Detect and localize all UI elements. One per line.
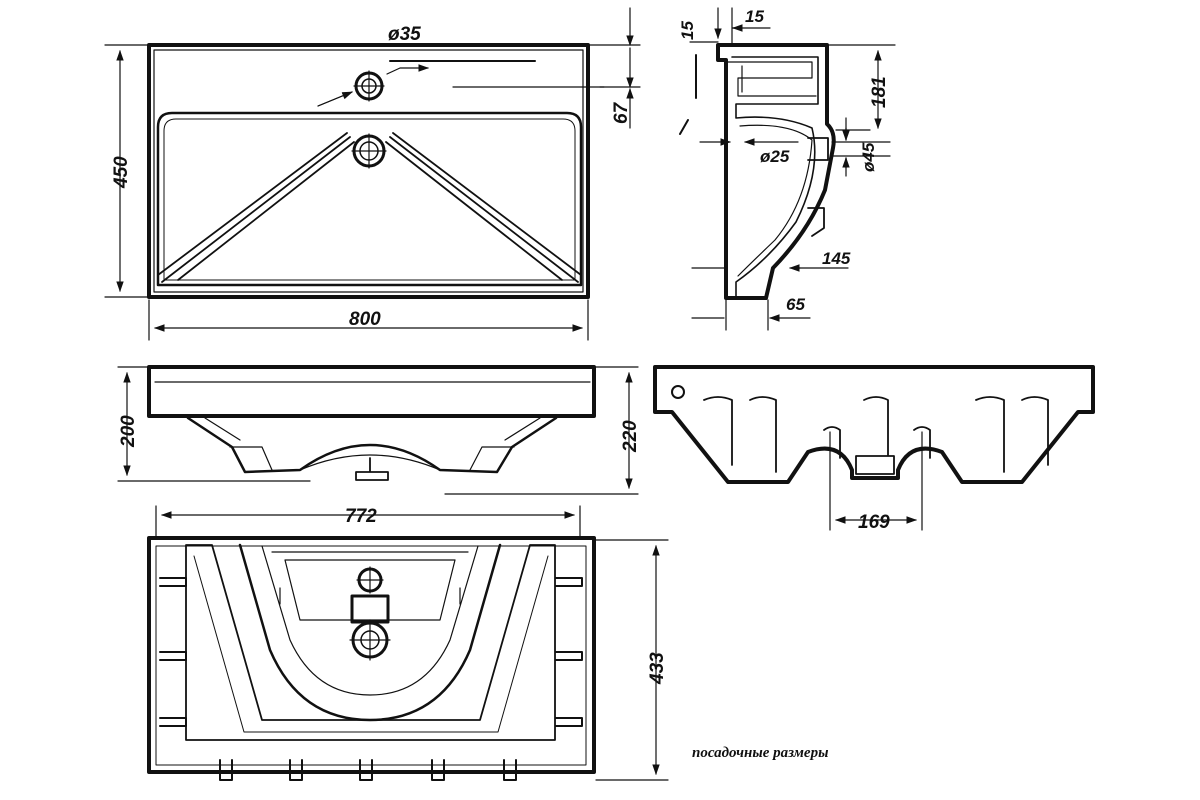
bottom-bowl-ribs	[271, 551, 469, 605]
bottom-drain-cross	[349, 619, 391, 661]
side-view: 15 15 181 ø25 ø45 145 65	[678, 7, 896, 331]
back-ribs	[703, 396, 1049, 473]
side-left-ticks	[679, 54, 697, 135]
bottom-feet	[219, 759, 517, 781]
dim-side-height: 181	[869, 76, 890, 108]
dim-65-ext	[725, 299, 769, 331]
dim-772-ext	[155, 505, 581, 537]
dim-width-top: 800	[349, 309, 381, 330]
dim-front-height-right: 220	[620, 420, 641, 453]
back-outline	[653, 365, 1095, 484]
side-overflow	[807, 137, 829, 237]
bottom-view: 772 433	[147, 505, 669, 781]
dim-800-ext	[148, 299, 589, 341]
dim-hole-diameter: ø35	[388, 24, 421, 45]
dim-67-top-ext	[589, 7, 640, 45]
top-outer-outline	[147, 43, 590, 299]
basin-slope-right	[385, 132, 582, 283]
dim-side-depth-b: 65	[786, 295, 805, 314]
bottom-inner	[155, 545, 587, 766]
dim-side-depth-a: 145	[822, 249, 851, 268]
dim-169-ext	[829, 431, 923, 531]
bottom-side-tabs	[159, 577, 583, 727]
dim-bottom-depth: 433	[647, 652, 668, 685]
side-inner-curve	[737, 124, 813, 277]
dim-hole-offset: 67	[611, 101, 632, 124]
front-drain	[355, 457, 389, 481]
top-drain-cross	[351, 133, 387, 169]
dim-220-ext	[444, 366, 639, 495]
back-view: 169	[653, 365, 1095, 533]
dim-rim-a: 15	[678, 21, 697, 40]
dim-drain-offset: ø45	[859, 142, 878, 172]
bottom-basin-trap	[185, 544, 556, 741]
top-view: ø35 67 450 800	[104, 7, 640, 341]
dim-drain-diameter: ø25	[760, 147, 790, 166]
top-basin-outline	[156, 111, 583, 287]
back-drain-tabs	[823, 426, 931, 475]
dim-433-ext	[595, 539, 669, 781]
dim-200-ext	[117, 366, 311, 482]
bottom-bowl	[238, 543, 502, 722]
caption-mounting-dimensions: посадочные размеры	[692, 745, 829, 761]
dim-rim-b: 15	[745, 7, 764, 26]
bottom-faucet-cross	[356, 566, 384, 594]
dim-depth-top: 450	[111, 156, 132, 189]
front-bowl	[186, 416, 558, 474]
dim-450-ext	[104, 44, 149, 298]
bottom-basin-trap-inner	[193, 555, 549, 733]
dim-bottom-width: 772	[345, 506, 377, 527]
top-inner-outline	[153, 49, 584, 293]
front-rim	[147, 365, 596, 418]
side-inner-profile	[731, 56, 819, 299]
front-bowl-inner	[204, 417, 541, 471]
dim-181-ext	[827, 44, 896, 131]
dim-front-height-left: 200	[118, 415, 139, 448]
dim-back-spacing: 169	[858, 512, 890, 533]
bottom-bowl-inner	[261, 545, 479, 696]
basin-slope-left	[157, 132, 355, 283]
dim-45-lines	[831, 117, 891, 177]
back-mounting-hole	[671, 385, 685, 399]
side-rim-steps	[725, 61, 817, 97]
bottom-drain-neck	[350, 594, 390, 624]
side-outer-profile	[716, 43, 836, 300]
faucet-hole-cross	[353, 70, 385, 102]
front-view: 200 220	[117, 365, 641, 495]
bottom-outer	[147, 536, 596, 774]
